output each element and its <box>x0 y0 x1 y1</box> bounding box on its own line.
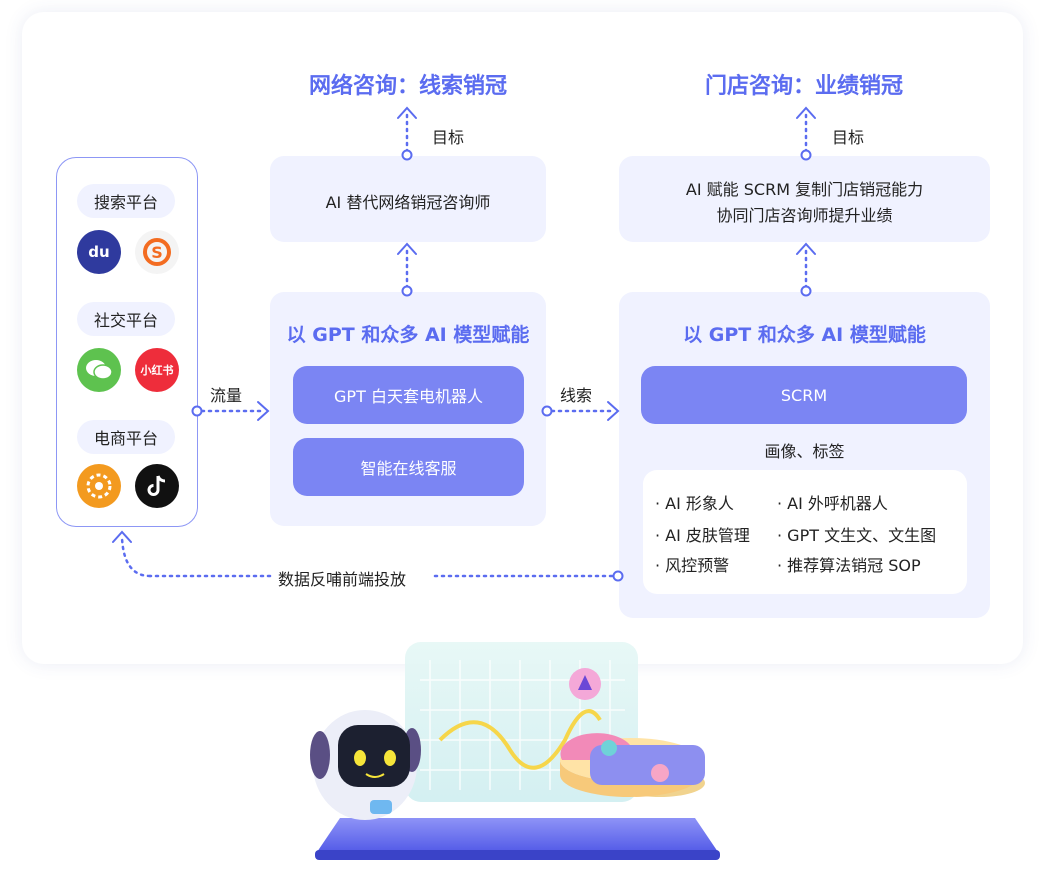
sogou-icon: S <box>135 230 179 274</box>
online-empower-title: 以 GPT 和众多 AI 模型赋能 <box>286 324 530 346</box>
wechat-icon <box>77 348 121 392</box>
feature-item: · AI 皮肤管理 <box>655 526 750 545</box>
profile-label: 画像、标签 <box>764 442 845 461</box>
social-platform-label: 社交平台 <box>77 302 175 336</box>
online-title: 网络咨询：线索销冠 <box>308 74 507 99</box>
feature-item: · GPT 文生文、文生图 <box>777 526 937 545</box>
online-service-button[interactable]: 智能在线客服 <box>293 438 524 496</box>
feature-item: · AI 外呼机器人 <box>777 494 888 513</box>
feature-list: · AI 形象人 · AI 外呼机器人 · AI 皮肤管理 · GPT 文生文、… <box>643 470 967 594</box>
store-goal-box: AI 赋能 SCRM 复制门店销冠能力 协同门店咨询师提升业绩 <box>619 156 990 242</box>
store-title: 门店咨询：业绩销冠 <box>704 74 903 99</box>
baidu-icon: du <box>77 230 121 274</box>
meituan-icon <box>77 464 121 508</box>
xiaohongshu-icon: 小红书 <box>135 348 179 392</box>
ecommerce-platform-label: 电商平台 <box>77 420 175 454</box>
store-goal-line1: AI 赋能 SCRM 复制门店销冠能力 <box>685 180 924 199</box>
svg-text:S: S <box>151 243 163 262</box>
feature-item: · AI 形象人 <box>655 494 734 513</box>
leads-label: 线索 <box>560 386 593 405</box>
douyin-icon <box>135 464 179 508</box>
online-goal-label: 目标 <box>432 128 465 147</box>
gpt-robot-button[interactable]: GPT 白天套电机器人 <box>293 366 524 424</box>
online-goal-box: AI 替代网络销冠咨询师 <box>270 156 546 242</box>
online-goal-text: AI 替代网络销冠咨询师 <box>325 193 491 212</box>
store-empower-box: 以 GPT 和众多 AI 模型赋能 SCRM 画像、标签 · AI 形象人 · … <box>619 292 990 618</box>
search-platform-label: 搜索平台 <box>77 184 175 218</box>
store-goal-label: 目标 <box>832 128 865 147</box>
feedback-label: 数据反哺前端投放 <box>278 570 407 589</box>
feature-item: · 推荐算法销冠 SOP <box>777 556 921 575</box>
store-goal-line2: 协同门店咨询师提升业绩 <box>716 206 893 225</box>
feature-item: · 风控预警 <box>655 556 730 575</box>
robot-illustration <box>310 642 720 860</box>
traffic-label: 流量 <box>210 386 243 405</box>
store-empower-title: 以 GPT 和众多 AI 模型赋能 <box>683 324 926 346</box>
scrm-button[interactable]: SCRM <box>641 366 967 424</box>
platform-panel: 搜索平台 du S 社交平台 小红书 电商平台 <box>56 157 198 527</box>
online-empower-box: 以 GPT 和众多 AI 模型赋能 GPT 白天套电机器人 智能在线客服 <box>270 292 546 526</box>
